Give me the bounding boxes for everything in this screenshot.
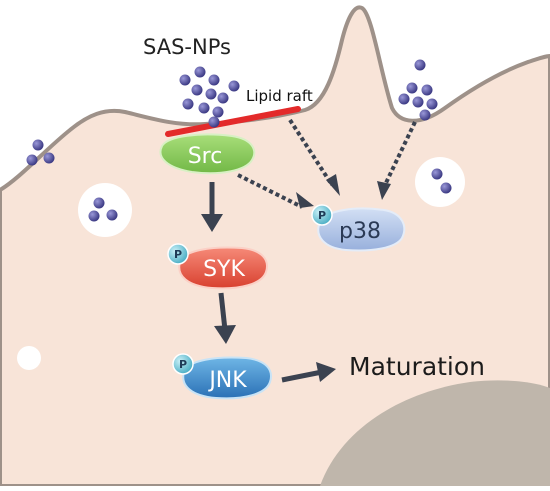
src-node: Src bbox=[159, 133, 256, 175]
jnk-node: P JNK bbox=[172, 353, 272, 400]
arrow-jnk-to-maturation bbox=[281, 369, 323, 383]
p38-node: P p38 bbox=[311, 204, 406, 252]
p38-label: p38 bbox=[339, 219, 381, 244]
nanoparticles-label: SAS-NPs bbox=[143, 35, 231, 59]
phospho-bubble-syk bbox=[167, 243, 189, 265]
phospho-label-p38: P bbox=[318, 209, 326, 222]
maturation-label: Maturation bbox=[349, 352, 485, 381]
syk-node: P SYK bbox=[167, 243, 268, 290]
dotted-arrowheads bbox=[296, 174, 391, 208]
arrow-particles-to-p38 bbox=[383, 121, 417, 186]
vesicle bbox=[17, 346, 41, 370]
nanoparticles bbox=[26, 59, 452, 222]
src-label: Src bbox=[188, 144, 223, 169]
phospho-label-jnk: P bbox=[179, 358, 187, 371]
lipid-raft bbox=[165, 106, 301, 137]
solid-arrows bbox=[209, 182, 323, 383]
phospho-label-syk: P bbox=[174, 248, 182, 261]
phospho-bubble-p38 bbox=[311, 204, 333, 226]
phospho-bubble-jnk bbox=[172, 353, 194, 375]
nucleus bbox=[320, 380, 550, 486]
vesicle bbox=[78, 183, 132, 237]
cell-body bbox=[0, 5, 550, 488]
arrow-syk-to-jnk bbox=[218, 292, 228, 331]
solid-arrowheads bbox=[201, 214, 336, 382]
arrow-raft-to-p38 bbox=[288, 118, 334, 187]
arrow-src-to-p38 bbox=[237, 173, 303, 209]
jnk-label: JNK bbox=[207, 368, 247, 393]
dotted-arrows bbox=[237, 118, 417, 209]
lipid-raft-label: Lipid raft bbox=[246, 87, 313, 105]
syk-label: SYK bbox=[203, 257, 245, 282]
vesicle bbox=[415, 157, 465, 207]
